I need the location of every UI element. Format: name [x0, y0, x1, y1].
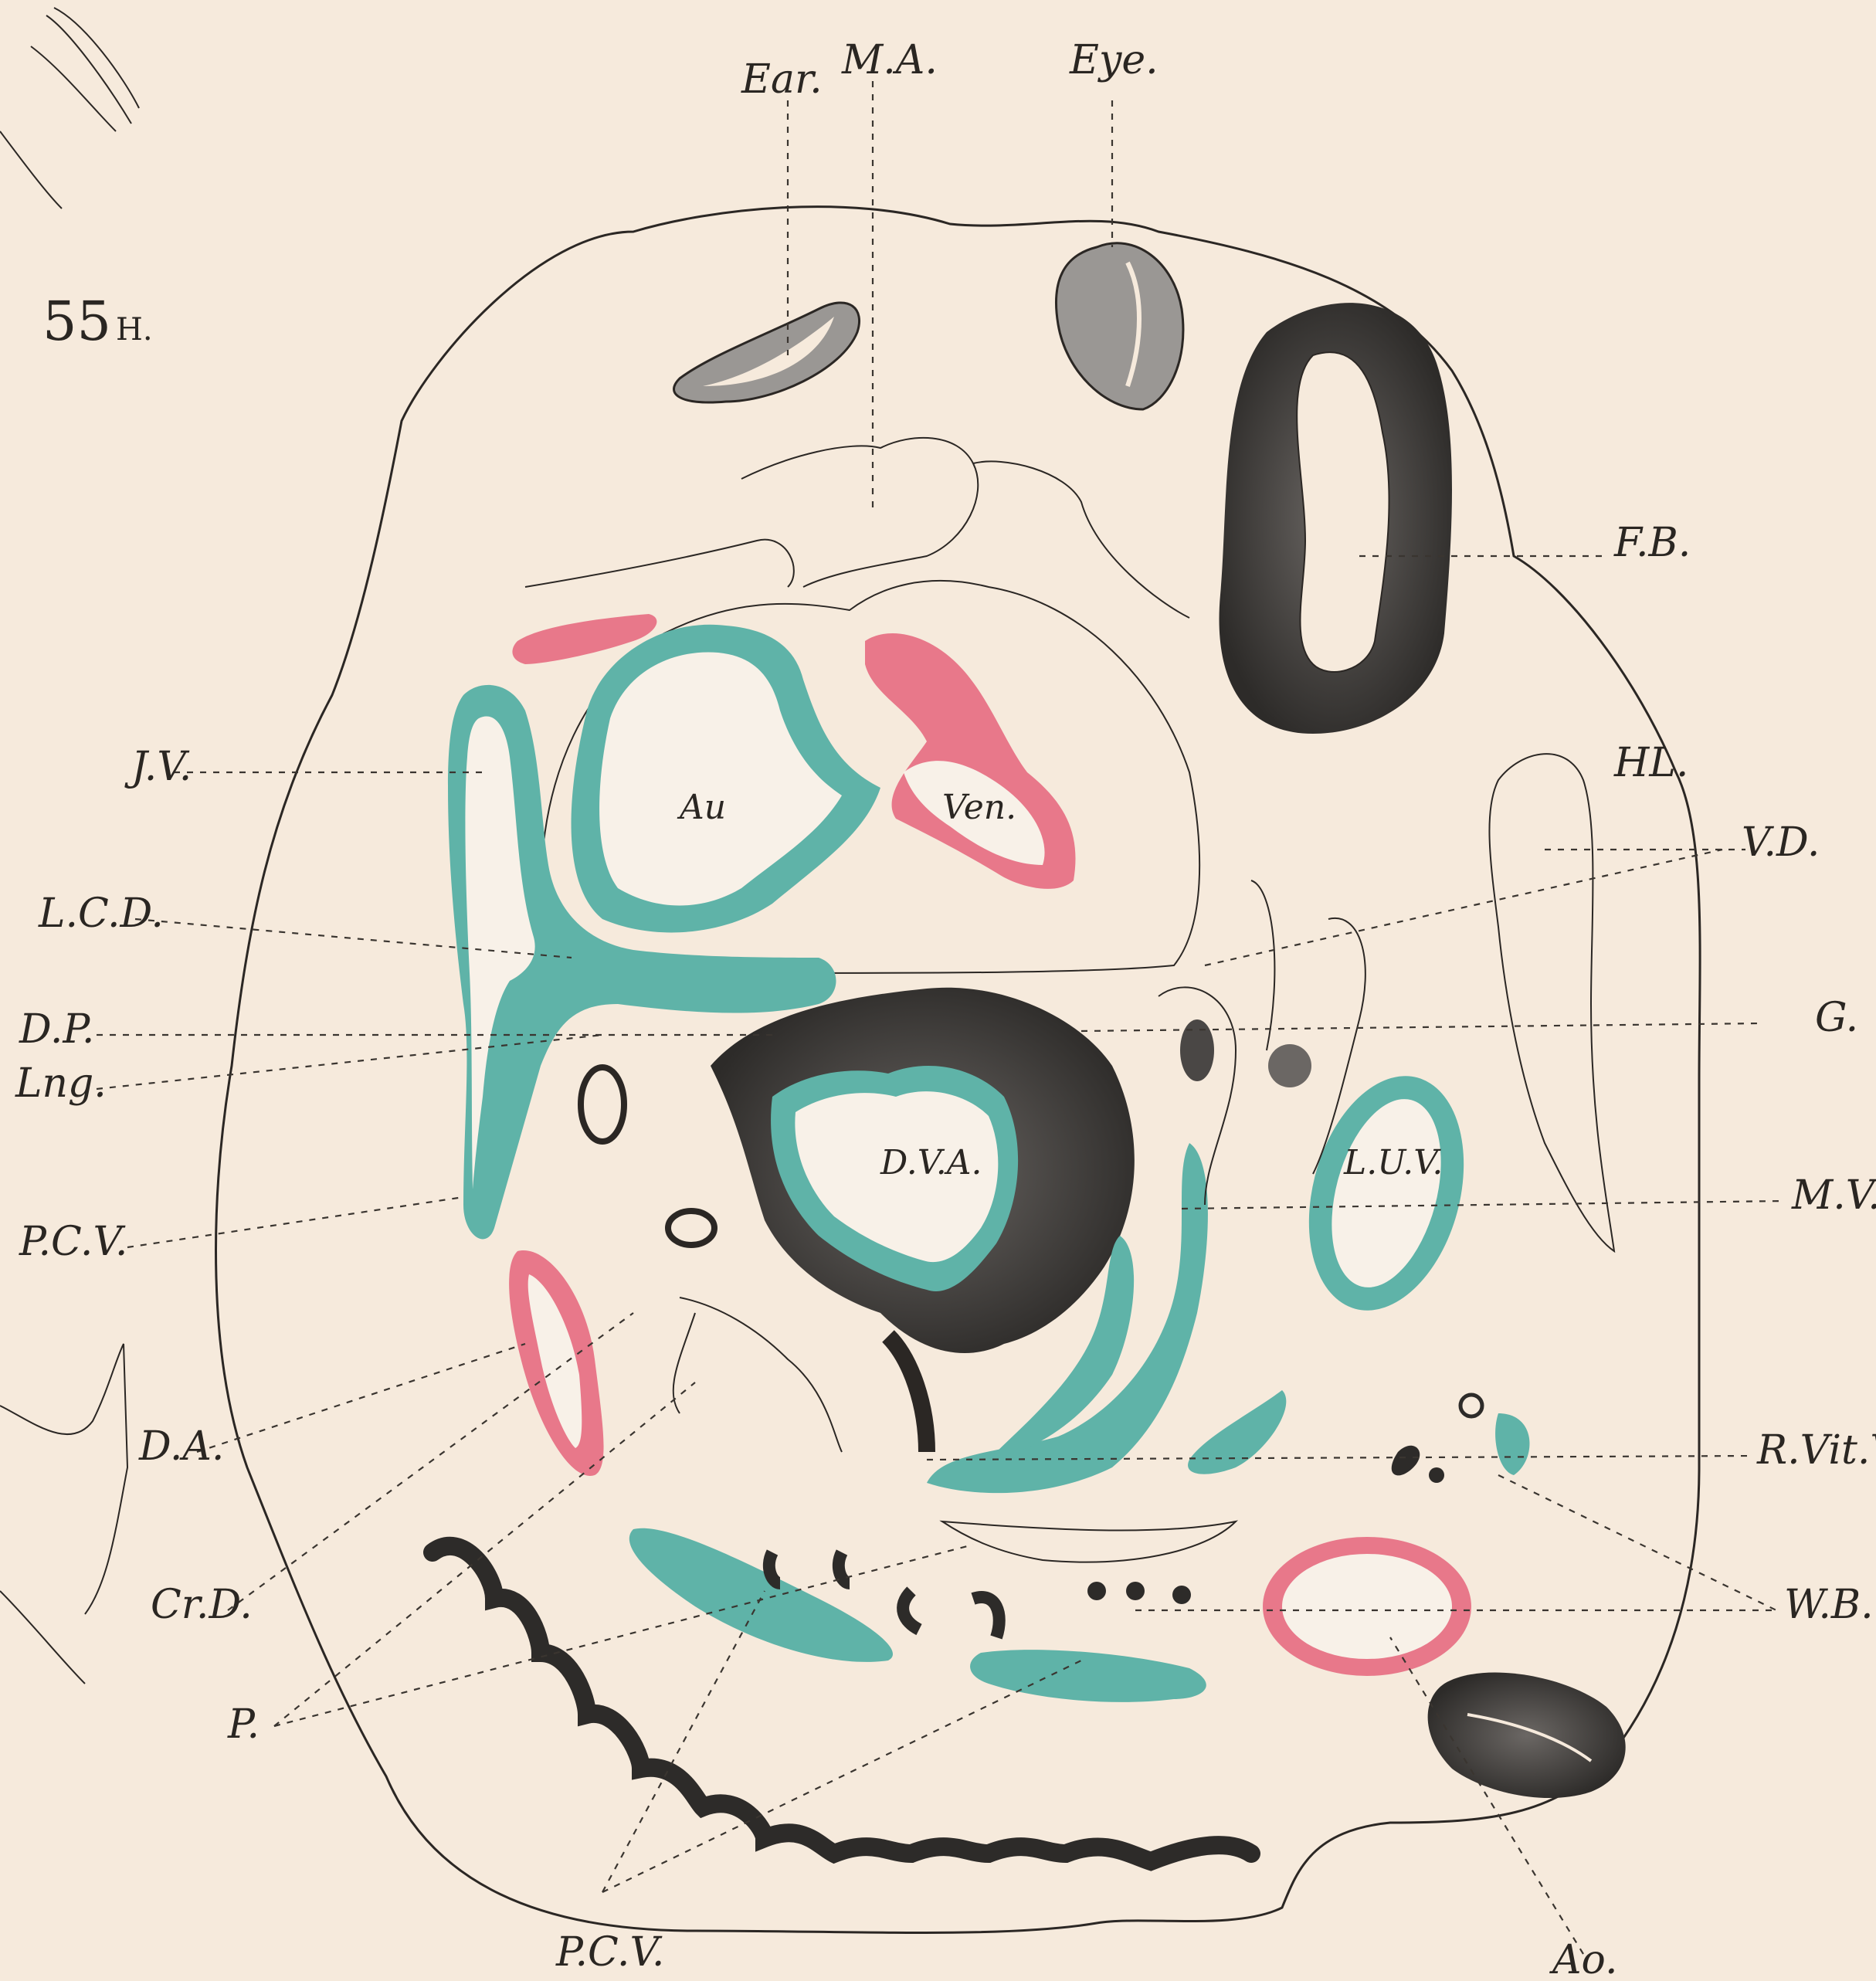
forebrain: [1220, 303, 1453, 734]
left-dorsal-aorta: [509, 1250, 603, 1476]
label-hl: HL.: [1613, 740, 1688, 786]
neural-tube: [1428, 1673, 1626, 1798]
label-dva: D.V.A.: [880, 1143, 982, 1182]
label-luv: L.U.V.: [1343, 1143, 1443, 1182]
eye-organ: [1056, 243, 1183, 409]
posterior-cardinal-veins: [629, 1528, 1206, 1702]
label-eye: Eye.: [1069, 37, 1159, 83]
label-lcd: L.C.D.: [38, 890, 164, 937]
corner-fragments: [0, 8, 139, 1684]
label-rvitv: R.Vit.V.: [1756, 1427, 1876, 1474]
label-crd: Cr.D.: [151, 1582, 253, 1628]
label-jv: J.V.: [124, 744, 192, 790]
ventricle: [865, 633, 1076, 889]
atrium: [572, 625, 880, 933]
label-ear: Ear.: [741, 56, 823, 103]
label-p: P.: [227, 1701, 260, 1748]
label-fb: F.B.: [1613, 520, 1691, 566]
label-g: G.: [1815, 995, 1858, 1041]
label-ven: Ven.: [942, 788, 1016, 827]
aorta-ring: [1263, 1537, 1471, 1676]
label-pcv-bottom: P.C.V.: [555, 1929, 664, 1976]
ear-organ: [674, 303, 860, 402]
label-ma: M.A.: [841, 37, 938, 83]
label-pcv-left: P.C.V.: [19, 1219, 127, 1265]
label-dp: D.P.: [19, 1006, 94, 1053]
label-da: D.A.: [138, 1423, 224, 1470]
label-mv: M.V.: [1791, 1172, 1876, 1219]
label-wb: W.B.: [1784, 1582, 1874, 1628]
label-lng: Lng.: [15, 1060, 107, 1107]
label-ao: Ao.: [1549, 1937, 1617, 1981]
figure-number: 55: [42, 290, 111, 353]
left-umbilical-vein: [1284, 1059, 1488, 1328]
figure-suffix: H.: [116, 312, 153, 348]
label-au: Au: [677, 788, 726, 827]
ma-folds: [525, 438, 1189, 618]
label-vd: V.D.: [1742, 819, 1820, 866]
